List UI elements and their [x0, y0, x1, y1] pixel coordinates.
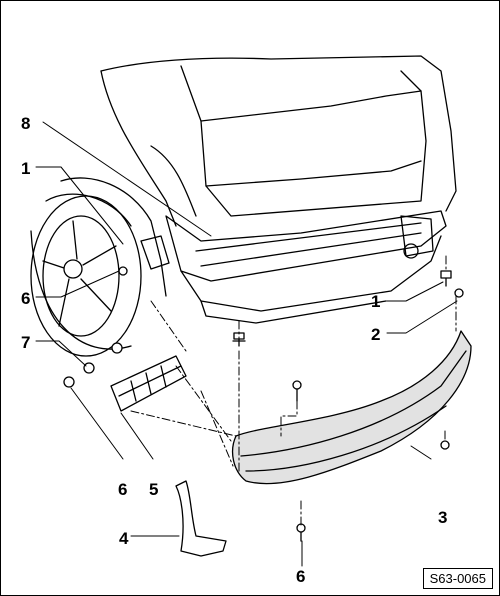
callout-8: 8: [21, 114, 31, 133]
callout-1-left: 1: [21, 159, 31, 178]
callout-5: 5: [149, 480, 159, 499]
car-body: [45, 55, 457, 324]
leader-lines: [35, 121, 458, 567]
mud-flap: [175, 480, 227, 557]
bumper-cover: [232, 330, 472, 485]
callout-2: 2: [371, 325, 381, 344]
callout-6-left-upper: 6: [21, 289, 31, 308]
callout-4: 4: [119, 529, 129, 548]
fasteners: [63, 266, 464, 542]
figure-reference-code: S63-0065: [422, 568, 493, 589]
callout-3: 3: [438, 508, 448, 527]
callout-7: 7: [21, 333, 31, 352]
bumper-bracket: [110, 355, 187, 412]
rear-wheel: [30, 195, 142, 357]
callout-6-bottom: 6: [296, 567, 306, 586]
callout-1-right: 1: [371, 292, 381, 311]
callout-6-left-lower: 6: [118, 480, 128, 499]
